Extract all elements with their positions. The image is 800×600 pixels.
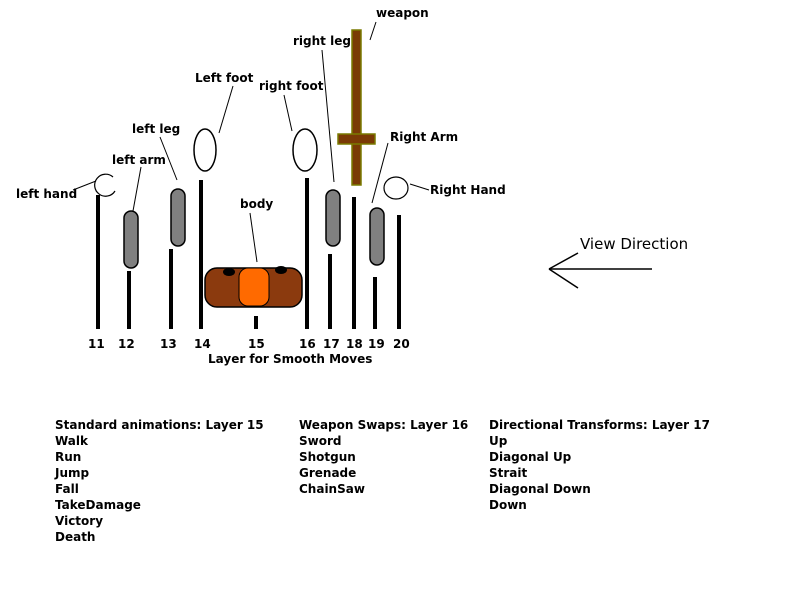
label-left-foot: Left foot	[195, 71, 254, 85]
layer-bar-11	[96, 195, 100, 329]
layer-number: 18	[346, 337, 363, 351]
list-item: Strait	[489, 466, 528, 480]
layer-number: 19	[368, 337, 385, 351]
right-foot-part	[292, 128, 318, 172]
right-arm-part	[369, 207, 385, 266]
weapon-swaps-list: Weapon Swaps: Layer 16 Sword Shotgun Gre…	[299, 417, 468, 497]
right-hand-part	[383, 176, 409, 200]
list-item: Fall	[55, 482, 79, 496]
layer-bar-15	[254, 316, 258, 329]
layer-bar-16	[305, 178, 309, 329]
layer-number: 14	[194, 337, 211, 351]
list-item: Walk	[55, 434, 88, 448]
layer-number: 17	[323, 337, 340, 351]
label-left-hand: left hand	[16, 187, 77, 201]
layer-bar-13	[169, 249, 173, 329]
standard-animations-title: Standard animations: Layer 15	[55, 418, 264, 432]
layer-bars	[96, 178, 401, 329]
list-item: Victory	[55, 514, 104, 528]
layer-number: 11	[88, 337, 105, 351]
left-foot-part	[193, 128, 217, 172]
list-item: Diagonal Down	[489, 482, 591, 496]
list-item: Down	[489, 498, 527, 512]
layer-number: 12	[118, 337, 135, 351]
list-item: Death	[55, 530, 96, 544]
view-direction-label: View Direction	[580, 235, 688, 253]
label-right-leg: right leg	[293, 34, 351, 48]
list-item: Up	[489, 434, 508, 448]
list-item: Jump	[55, 466, 90, 480]
directional-transforms-list: Directional Transforms: Layer 17 Up Diag…	[489, 417, 710, 513]
layer-number: 20	[393, 337, 410, 351]
leader-lines	[72, 21, 430, 263]
left-leg-part	[170, 188, 186, 247]
label-left-arm: left arm	[112, 153, 166, 167]
layer-number: 16	[299, 337, 316, 351]
body-part	[204, 266, 303, 308]
standard-animations-list: Standard animations: Layer 15 Walk Run J…	[55, 417, 264, 545]
directional-transforms-title: Directional Transforms: Layer 17	[489, 418, 710, 432]
layer-caption: Layer for Smooth Moves	[208, 352, 372, 366]
layer-bar-14	[199, 180, 203, 329]
weapon-swaps-title: Weapon Swaps: Layer 16	[299, 418, 469, 432]
list-item: TakeDamage	[55, 498, 141, 512]
label-right-hand: Right Hand	[430, 183, 506, 197]
list-item: Grenade	[299, 466, 357, 480]
left-hand-part	[94, 173, 116, 197]
layer-number: 15	[248, 337, 265, 351]
label-right-arm: Right Arm	[390, 130, 458, 144]
label-right-foot: right foot	[259, 79, 324, 93]
label-left-leg: left leg	[132, 122, 180, 136]
layer-numbers: 11 12 13 14 15 16 17 18 19 20	[88, 337, 410, 351]
layer-bar-17	[328, 254, 332, 329]
right-leg-part	[325, 189, 341, 247]
layer-number: 13	[160, 337, 177, 351]
list-item: Sword	[299, 434, 342, 448]
weapon-part	[337, 29, 376, 186]
layer-bar-19	[373, 277, 377, 329]
list-item: Shotgun	[299, 450, 356, 464]
list-item: ChainSaw	[299, 482, 365, 496]
layer-bar-20	[397, 215, 401, 329]
list-item: Diagonal Up	[489, 450, 572, 464]
layer-bar-18	[352, 197, 356, 329]
layer-bar-12	[127, 271, 131, 329]
view-direction-arrow-icon	[548, 252, 652, 289]
left-arm-part	[123, 210, 139, 269]
label-body: body	[240, 197, 273, 211]
list-item: Run	[55, 450, 82, 464]
label-weapon: weapon	[376, 6, 429, 20]
